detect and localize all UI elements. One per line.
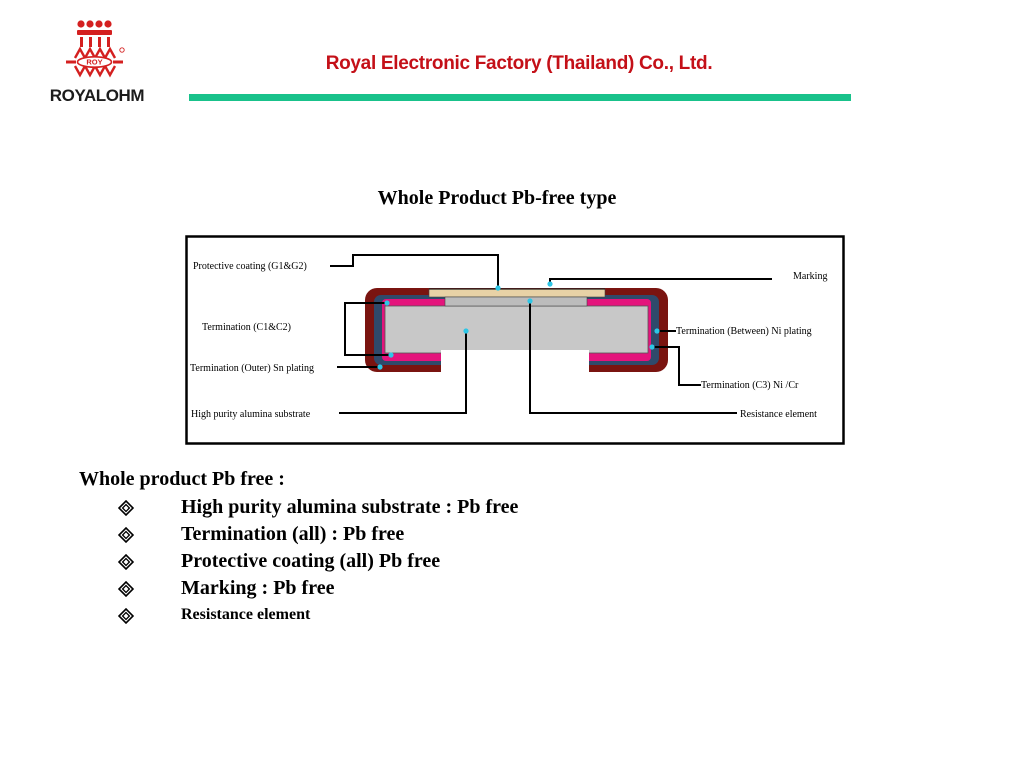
list-item-text: Marking : Pb free: [181, 577, 335, 599]
logo-badge-text: ROY: [86, 58, 102, 67]
chip-underside-gap: [441, 350, 589, 375]
substrate-shape: [384, 305, 649, 354]
resistance-layer-shape: [444, 296, 588, 307]
list-heading: Whole product Pb free :: [79, 468, 285, 490]
resistor-chip: [365, 288, 668, 375]
label-termination-c3: Termination (C3) Ni /Cr: [701, 380, 799, 391]
logo-wordmark: ROYALOHM: [50, 86, 145, 105]
pointer-dots: [377, 281, 660, 370]
label-termination-between: Termination (Between) Ni plating: [676, 326, 812, 337]
label-substrate: High purity alumina substrate: [191, 409, 311, 420]
company-name: Royal Electronic Factory (Thailand) Co.,…: [325, 53, 713, 74]
list-item-text: High purity alumina substrate : Pb free: [181, 496, 519, 518]
label-termination-outer: Termination (Outer) Sn plating: [190, 363, 314, 374]
diamond-bullet-icon: [118, 527, 134, 543]
diamond-bullet-icon: [118, 581, 134, 597]
slide-title: Whole Product Pb-free type: [377, 187, 617, 209]
label-protective-coating: Protective coating (G1&G2): [193, 261, 307, 272]
label-marking: Marking: [793, 271, 827, 282]
diamond-bullet-icon: [118, 608, 134, 624]
royalohm-logo: ROY ROYALOHM: [50, 20, 145, 105]
list-item-text: Termination (all) : Pb free: [181, 523, 405, 545]
list-item-text: Resistance element: [181, 606, 311, 623]
resistor-cross-section-diagram: Protective coating (G1&G2) Marking Termi…: [185, 235, 845, 445]
diamond-bullet-icon: [118, 500, 134, 516]
diamond-bullet-icon: [118, 554, 134, 570]
label-termination-c1c2: Termination (C1&C2): [202, 322, 291, 333]
header-divider: [189, 94, 851, 101]
list-item-text: Protective coating (all) Pb free: [181, 550, 441, 572]
logo-emblem-icon: [66, 20, 125, 78]
label-resistance-element: Resistance element: [740, 409, 817, 420]
marking-layer-shape: [428, 288, 606, 298]
